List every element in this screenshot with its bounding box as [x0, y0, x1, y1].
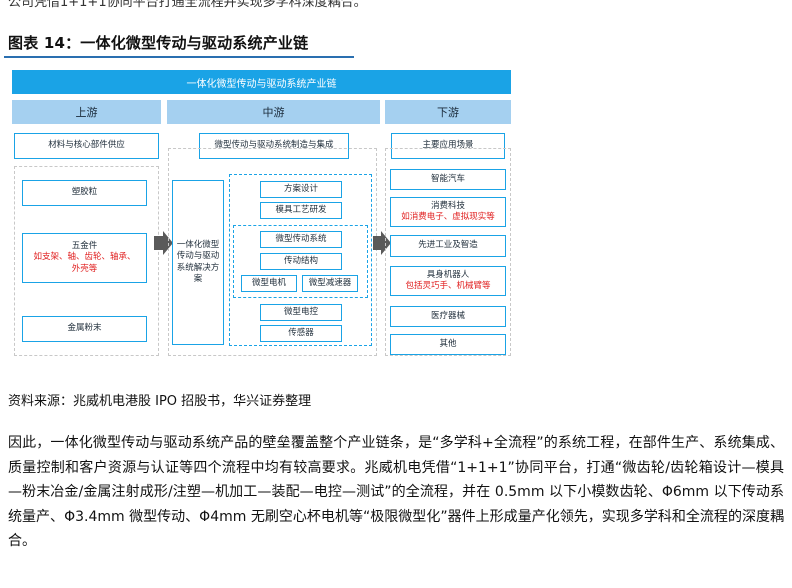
- item-label: 先进工业及智造: [418, 240, 478, 251]
- flow-arrow-2-head: [381, 231, 391, 255]
- item-label: 智能汽车: [430, 173, 465, 184]
- item-label: 其他: [439, 338, 457, 349]
- midstream-dashed-frame: [168, 148, 377, 356]
- down-item-consumer-tech: 消费科技 如消费电子、虚拟现实等: [390, 197, 506, 227]
- mid-item-mold: 模具工艺研发: [260, 202, 342, 219]
- solution-label: 一体化微型传动与驱动系统解决方案: [176, 240, 220, 284]
- upstream-item-metal-powder: 金属粉末: [22, 316, 147, 342]
- item-label: 微型电机: [251, 277, 286, 288]
- down-item-industry: 先进工业及智造: [390, 235, 506, 257]
- title-underline: [4, 56, 354, 58]
- mid-item-micro-motor: 微型电机: [241, 275, 297, 292]
- flow-arrow-1-body: [154, 236, 163, 250]
- mid-item-sensor: 传感器: [260, 325, 342, 342]
- industry-chain-diagram: 一体化微型传动与驱动系统产业链 上游 中游 下游 材料与核心部件供应 塑胶粒 五…: [12, 70, 512, 370]
- mid-item-drive-structure: 传动结构: [260, 253, 342, 270]
- source-note: 资料来源：兆威机电港股 IPO 招股书，华兴证券整理: [8, 394, 312, 409]
- mid-item-design: 方案设计: [260, 181, 342, 198]
- midstream-header: 中游: [167, 100, 380, 124]
- down-item-other: 其他: [390, 334, 506, 355]
- item-label: 模具工艺研发: [275, 204, 327, 215]
- down-item-medical: 医疗器械: [390, 306, 506, 327]
- figure-title: 图表 14：一体化微型传动与驱动系统产业链: [8, 34, 309, 52]
- upstream-dashed-frame: [14, 166, 159, 356]
- downstream-header: 下游: [385, 100, 511, 124]
- mid-item-drive-system: 微型传动系统: [260, 231, 342, 248]
- item-label: 方案设计: [283, 183, 318, 194]
- downstream-group-label: 主要应用场景: [422, 140, 474, 151]
- item-sub-label: 如支架、轴、齿轮、轴承、外壳等: [33, 252, 136, 274]
- item-label: 微型传动系统: [275, 233, 327, 244]
- flow-arrow-2-body: [373, 236, 381, 250]
- upstream-item-plastic: 塑胶粒: [22, 180, 147, 206]
- item-label: 传动结构: [283, 255, 318, 266]
- item-label: 医疗器械: [430, 310, 465, 321]
- item-label: 传感器: [288, 327, 314, 338]
- down-item-smart-car: 智能汽车: [390, 169, 506, 190]
- upstream-group-box: 材料与核心部件供应: [14, 133, 159, 159]
- downstream-group-box: 主要应用场景: [391, 133, 505, 159]
- midstream-group-label: 微型传动与驱动系统制造与集成: [214, 140, 334, 151]
- midstream-solution-box: 一体化微型传动与驱动系统解决方案: [172, 180, 224, 345]
- item-label: 微型电控: [283, 306, 318, 317]
- midstream-group-box: 微型传动与驱动系统制造与集成: [199, 133, 349, 159]
- diagram-banner: 一体化微型传动与驱动系统产业链: [12, 70, 511, 94]
- drive-system-frame: [233, 225, 368, 298]
- item-label: 消费科技: [430, 200, 465, 211]
- upstream-header: 上游: [12, 100, 161, 124]
- mid-item-micro-control: 微型电控: [260, 304, 342, 321]
- down-item-robot: 具身机器人 包括灵巧手、机械臂等: [390, 266, 506, 296]
- mid-item-micro-reducer: 微型减速器: [302, 275, 358, 292]
- downstream-dashed-frame: [385, 148, 511, 356]
- upstream-group-label: 材料与核心部件供应: [48, 140, 125, 151]
- upstream-item-hardware: 五金件 如支架、轴、齿轮、轴承、外壳等: [22, 233, 147, 283]
- clipped-top-text: 公司凭借1+1+1协同平台打通全流程并实现多学科深度耦合。: [8, 0, 367, 10]
- item-label: 塑胶粒: [71, 187, 98, 198]
- item-label: 微型减速器: [308, 277, 352, 288]
- body-paragraph: 因此，一体化微型传动与驱动系统产品的壁垒覆盖整个产业链条，是“多学科+全流程”的…: [8, 435, 784, 550]
- item-sub-label: 包括灵巧手、机械臂等: [405, 281, 491, 291]
- item-label: 金属粉末: [67, 323, 102, 334]
- item-label: 具身机器人: [426, 269, 470, 280]
- item-label: 五金件: [71, 241, 98, 252]
- item-sub-label: 如消费电子、虚拟现实等: [401, 212, 495, 222]
- midstream-components-frame: [229, 174, 372, 346]
